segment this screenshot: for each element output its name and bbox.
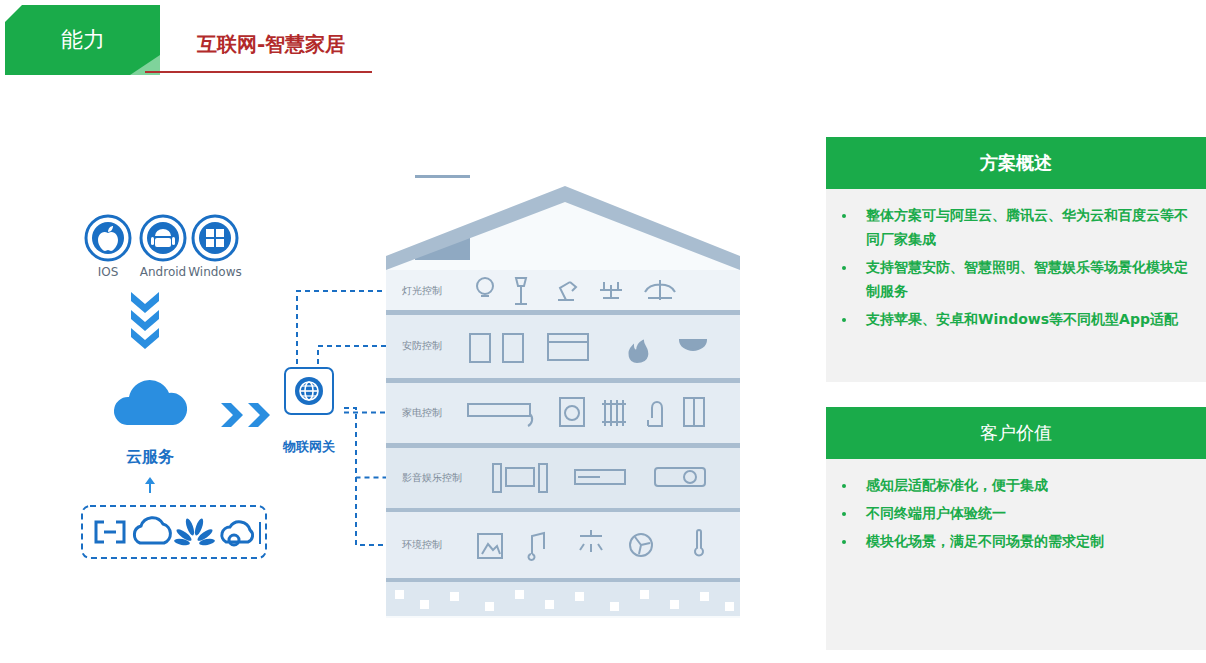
node-label: 物联网关 [274,438,344,456]
floor-label: 安防控制 [402,339,442,353]
floor-band: 环境控制 [386,511,740,579]
info-panel: 客户价值感知层适配标准化，便于集成不同终端用户体验统一模块化场景，满足不同场景的… [826,407,1206,650]
down-chevrons [131,292,159,349]
bullet-text: 支持智慧安防、智慧照明、智慧娱乐等场景化模块定制服务 [866,255,1192,303]
floor-label: 影音娱乐控制 [402,471,462,485]
floor-label: 家电控制 [402,406,442,420]
panel-heading: 客户价值 [826,407,1206,459]
bullet-text: 整体方案可与阿里云、腾讯云、华为云和百度云等不同厂家集成 [866,203,1192,251]
platform-label: Android [128,263,198,281]
app-icons [86,216,237,260]
floor-band: 灯光控制 [386,270,740,312]
platform-label: IOS [78,263,138,281]
connector [344,408,386,545]
up-arrow [145,477,155,493]
floor-label: 环境控制 [402,538,442,552]
floor-band: 影音娱乐控制 [386,446,740,509]
panel-heading: 方案概述 [826,137,1206,189]
page-title: 互联网-智慧家居 [197,31,345,58]
house [386,175,740,618]
panel-body: 感知层适配标准化，便于集成不同终端用户体验统一模块化场景，满足不同场景的需求定制 [826,459,1206,553]
bullet-text: 感知层适配标准化，便于集成 [866,473,1192,497]
floor-icons [468,278,706,560]
bullet-text: 模块化场景，满足不同场景的需求定制 [866,529,1192,553]
cloud-vendor-logos [82,506,266,558]
gateway-icon [285,368,333,414]
node-label: 云服务 [112,447,188,468]
connector [200,403,270,427]
connector [344,412,386,413]
bullet-text: 不同终端用户体验统一 [866,501,1192,525]
title-underline [145,71,372,73]
connector [318,346,386,364]
connector [344,408,386,478]
platform-label: Windows [180,263,250,281]
iot-gateway: 物联网关 [274,364,344,456]
info-panel: 方案概述整体方案可与阿里云、腾讯云、华为云和百度云等不同厂家集成支持智慧安防、智… [826,137,1206,382]
cloud-icon [114,380,187,425]
section-tag: 能力 [5,5,160,75]
panel-body: 整体方案可与阿里云、腾讯云、华为云和百度云等不同厂家集成支持智慧安防、智慧照明、… [826,189,1206,331]
floor-band: 家电控制 [386,381,740,444]
cloud-service: 云服务 [112,372,188,468]
floor-band: 安防控制 [386,313,740,379]
bullet-text: 支持苹果、安卓和Windows等不同机型App适配 [866,307,1192,331]
floor-label: 灯光控制 [402,284,442,298]
connector [297,291,386,364]
header-tab [5,5,160,75]
